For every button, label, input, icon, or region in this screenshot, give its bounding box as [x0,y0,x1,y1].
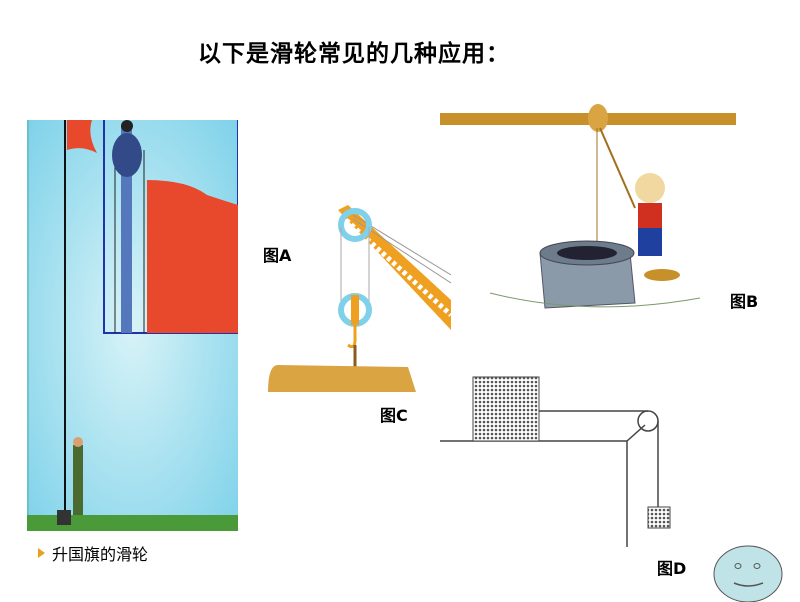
pulley-icon [637,410,659,432]
bullet-icon [38,548,45,558]
well-illustration [440,104,736,309]
figure-a-label: 图A [263,246,292,265]
figure-b-label: 图B [730,292,759,311]
fixed-pulley-icon [338,208,372,242]
slide-title: 以下是滑轮常见的几种应用： [198,41,510,67]
flag-caption: 升国旗的滑轮 [52,545,149,564]
hanging-block [647,506,671,529]
dog-character [635,173,665,203]
pulley-icon [112,133,142,177]
block-on-table [472,376,540,442]
figure-c-label: 图C [380,406,408,425]
pulley-diagram-d [440,376,671,547]
small-flag [67,120,97,153]
soldier [73,445,83,515]
flag-raising-illustration [27,120,238,531]
crane-illustration [268,205,451,392]
figure-d-label: 图D [657,559,687,578]
smiley-face-icon [713,545,783,602]
